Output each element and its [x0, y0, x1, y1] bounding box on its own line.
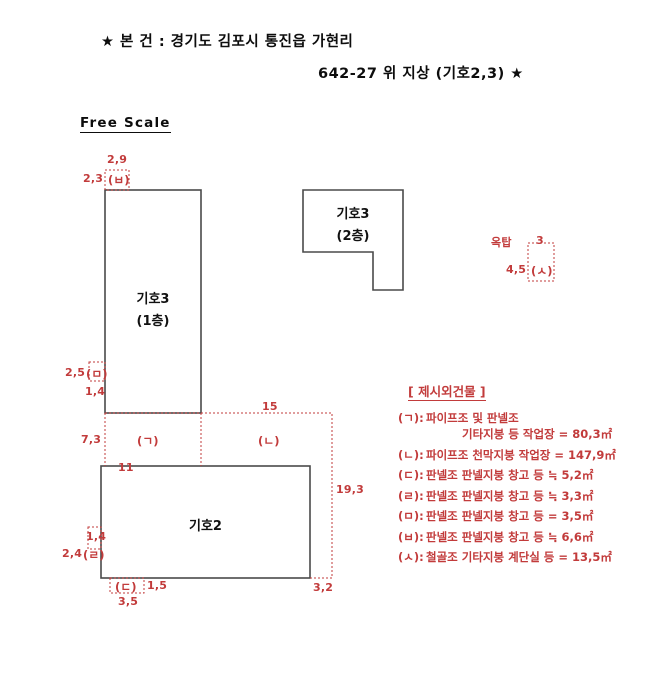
region-m-dashed	[88, 361, 106, 382]
dim-left-14-m: 1,4	[85, 385, 106, 398]
oktap-label: 옥탑	[491, 236, 512, 249]
giho2-name: 기호2	[189, 519, 222, 534]
dim-left-24-r: 2,4	[62, 547, 83, 560]
dim-right-193: 19,3	[336, 483, 364, 496]
region-g-dashed	[104, 412, 202, 466]
legend-text: 판넬조 판넬지붕 창고 등 ≒ 5,2㎡	[426, 468, 594, 482]
region-n-dashed	[201, 412, 333, 579]
symbol-d: (ㄷ)	[115, 580, 137, 594]
symbol-m: (ㅁ)	[86, 367, 108, 381]
dim-oktap-width: 3	[536, 234, 544, 247]
legend-text: 판넬조 판넬지붕 창고 등 ≒ 6,6㎡	[426, 529, 594, 544]
legend-text: 파이프조 천막지붕 작업장 = 147,9㎡	[426, 447, 616, 462]
shape-label-giho3-floor2: 기호3 (2층)	[303, 203, 403, 244]
symbol-r: (ㄹ)	[83, 548, 105, 562]
symbol-g: (ㄱ)	[137, 434, 159, 448]
page-title-line-2: 642-27 위 지상 (기호2,3) ★	[318, 66, 524, 82]
legend-key: (ㄱ):	[398, 410, 424, 425]
legend-item: (ㄴ): 파이프조 천막지붕 작업장 = 147,9㎡	[398, 447, 656, 462]
symbol-b: (ㅂ)	[108, 173, 130, 187]
legend-key: (ㅂ):	[398, 529, 424, 544]
legend-text: 철골조 기타지붕 계단실 등 = 13,5㎡	[426, 550, 612, 564]
legend-panel: [ 제시외건물 ] (ㄱ): 파이프조 및 판넬조 기타지붕 등 작업장 = 8…	[398, 384, 656, 573]
dim-oktap-height: 4,5	[506, 263, 527, 276]
legend-title: [ 제시외건물 ]	[398, 384, 656, 401]
giho3-floor2-name: 기호3	[336, 207, 370, 222]
legend-item: (ㄱ): 파이프조 및 판넬조	[398, 410, 656, 425]
legend-text: 판넬조 판넬지붕 창고 등 = 3,5㎡	[426, 509, 594, 523]
dim-left-25-m: 2,5	[65, 366, 86, 379]
region-d-dashed	[109, 577, 145, 594]
dim-left-73: 7,3	[81, 433, 102, 446]
shape-label-giho2: 기호2	[101, 515, 310, 534]
symbol-n: (ㄴ)	[258, 434, 280, 448]
free-scale-label: Free Scale	[80, 115, 171, 133]
dim-bottom-15: 1,5	[147, 579, 168, 592]
giho3-floor1-name: 기호3	[136, 292, 170, 307]
legend-item: (ㅅ): 철골조 기타지붕 계단실 등 = 13,5㎡	[398, 550, 656, 564]
legend-text: 판넬조 판넬지붕 창고 등 ≒ 3,3㎡	[426, 488, 594, 503]
legend-key: (ㅅ):	[398, 550, 424, 564]
legend-continuation: 기타지붕 등 작업장 = 80,3㎡	[462, 427, 613, 441]
dim-left-height-b: 2,3	[83, 172, 104, 185]
legend-item: (ㅁ): 판넬조 판넬지붕 창고 등 = 3,5㎡	[398, 509, 656, 523]
symbol-s: (ㅅ)	[531, 264, 553, 278]
dim-bottom-32: 3,2	[313, 581, 334, 594]
dim-top-11: 11	[118, 461, 134, 474]
shape-giho3-floor2-outline	[302, 189, 404, 291]
dim-bottom-35: 3,5	[118, 595, 139, 608]
legend-title-text: [ 제시외건물 ]	[408, 384, 486, 401]
region-s-dashed	[527, 242, 555, 282]
shape-giho3-floor1-outline	[104, 189, 202, 414]
shape-giho2-outline	[100, 465, 311, 579]
dim-top-15: 15	[262, 400, 278, 413]
shape-label-giho3-floor1: 기호3 (1층)	[105, 288, 201, 329]
giho3-floor1-floor: (1층)	[136, 314, 170, 329]
giho3-floor2-floor: (2층)	[336, 229, 370, 244]
legend-item: (ㅂ): 판넬조 판넬지붕 창고 등 ≒ 6,6㎡	[398, 529, 656, 544]
region-r-dashed	[87, 526, 102, 550]
legend-item: (ㄹ): 판넬조 판넬지붕 창고 등 ≒ 3,3㎡	[398, 488, 656, 503]
legend-key: (ㅁ):	[398, 509, 424, 523]
legend-key: (ㄴ):	[398, 447, 424, 462]
page-title-line-1: ★ 본 건 : 경기도 김포시 통진읍 가현리	[101, 34, 354, 50]
region-b-dashed	[104, 169, 130, 191]
dim-left-14-r: 1,4	[86, 530, 107, 543]
legend-key: (ㄹ):	[398, 488, 424, 503]
legend-item: (ㄷ): 판넬조 판넬지붕 창고 등 ≒ 5,2㎡	[398, 468, 656, 482]
legend-text: 파이프조 및 판넬조	[426, 410, 519, 425]
legend-key: (ㄷ):	[398, 468, 424, 482]
dim-top-width-b: 2,9	[107, 153, 128, 166]
